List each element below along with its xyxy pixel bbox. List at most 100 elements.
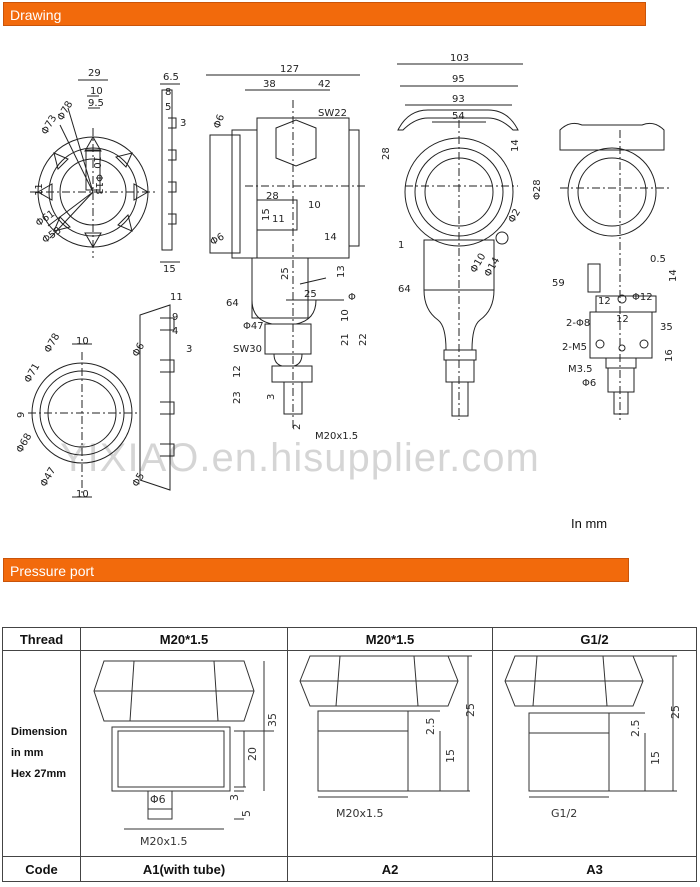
dim-14c: 14 [668,269,679,282]
dim-14b: 14 [510,139,521,152]
dim-127: 127 [280,64,299,75]
dim-10d: 10 [340,309,351,322]
dimension-unit: in mm [11,747,44,759]
dim-23: 23 [232,391,243,404]
table-dimension-row: Dimension in mm Hex 27mm 20 35 3 [2,650,697,857]
dim-103: 103 [450,53,469,64]
a2-dim-m20: M20x1.5 [336,807,384,820]
a1-dim-5: 5 [240,810,253,817]
dim-28: 28 [266,191,279,202]
dim-phi71: Φ71 [23,362,43,385]
dim-11c: 11 [170,292,183,303]
dim-11b: 11 [272,214,285,225]
a2-port-drawing: 25 2.5 15 M20x1.5 [299,655,477,820]
dim-0-5: 0.5 [650,254,666,265]
dim-4: 4 [172,326,178,337]
dim-6-5: 6.5 [163,72,179,83]
dim-phi47: Φ47 [243,321,264,332]
dim-9: 9 [16,412,27,418]
lower-face-view [28,343,140,498]
a1-dim-35: 35 [266,713,279,727]
dim-64b: 64 [398,284,411,295]
watermark: YIXIAO.en.hisupplier.com [60,436,540,480]
side-profile-dims: 6.5 8 5 3 15 [163,72,186,275]
a1-drawing-cell: 20 35 3 5 Φ6 M20x1.5 [80,650,288,857]
a2-dim-25: 25 [464,703,477,717]
dim-10: 10 [90,86,103,97]
dim-9-5: 9.5 [88,98,104,109]
dim-phi6d: Φ6 [131,341,148,359]
unit-note: In mm [571,516,608,531]
dim-phi28: Φ28 [532,179,543,200]
dim-3c: 3 [186,344,192,355]
a1-port-drawing: 20 35 3 5 Φ6 M20x1.5 [93,660,279,848]
a1-dim-phi6: Φ6 [150,793,166,806]
drawing-section-header: Drawing [3,2,646,26]
dim-35: 35 [660,322,673,333]
dim-3b: 3 [266,394,277,400]
dim-59: 59 [552,278,565,289]
body-side-view [206,74,365,430]
side-profile-view [160,83,180,263]
dim-2phi8: 2-Φ8 [566,318,590,329]
body-side-dims: 127 38 42 SW22 Φ6 28 11 10 15 14 25 13 2… [209,64,369,442]
dim-phi2: Φ2 [507,207,524,225]
dim-29: 29 [88,68,101,79]
header-a3-thread: G1/2 [492,627,697,651]
dim-22: 22 [358,333,369,346]
dim-1: 1 [398,240,404,251]
dim-phi12: Φ12 [632,292,653,303]
dim-sw30: SW30 [233,344,262,355]
code-a2: A2 [287,856,493,882]
dim-m20: M20x1.5 [315,431,358,442]
dim-93: 93 [452,94,465,105]
dim-5: 5 [165,102,171,113]
a3-drawing-cell: 25 2.5 15 G1/2 [492,650,697,857]
dim-8: 8 [165,87,171,98]
a3-dim-15: 15 [649,751,662,765]
bracket-dims: 59 0.5 14 12 Φ12 35 2-Φ8 12 2-M5 M3.5 Φ6… [552,254,679,389]
table-code-row: Code A1(with tube) A2 A3 [2,856,697,882]
dim-11: 11 [34,183,45,196]
a1-dim-3: 3 [228,794,241,801]
a3-dim-g12: G1/2 [551,807,577,820]
code-a3: A3 [492,856,697,882]
header-a1-thread: M20*1.5 [80,627,288,651]
dim-21: 21 [340,333,351,346]
dim-2: 2 [292,424,303,430]
a2-dim-2-5: 2.5 [424,718,437,736]
bracket-view [559,122,670,420]
dim-13: 13 [336,265,347,278]
dim-phi78b: Φ78 [43,332,63,355]
dim-38: 38 [263,79,276,90]
dim-10f: 10 [76,489,89,500]
a2-drawing-cell: 25 2.5 15 M20x1.5 [287,650,493,857]
housing-front-view [397,63,523,420]
front-face-view [30,79,158,258]
dim-12c: 12 [616,314,629,325]
dim-25b: 25 [304,289,317,300]
dim-28b: 28 [381,147,392,160]
a3-port-drawing: 25 2.5 15 G1/2 [503,655,682,820]
technical-drawings: 29 10 9.5 Φ73 Φ78 10 Φ13 Φ61 Φ53 11 6.5 … [15,53,679,500]
dim-10c: 10 [308,200,321,211]
dim-phi78: Φ78 [56,99,76,122]
dim-2m5: 2-M5 [562,342,587,353]
pressure-port-table: Thread M20*1.5 M20*1.5 G1/2 Dimension in… [2,627,697,882]
dim-10b: 10 [91,156,102,169]
dim-3: 3 [180,118,186,129]
dim-64: 64 [226,298,239,309]
a3-dim-2-5: 2.5 [629,720,642,738]
dim-25a: 25 [280,267,291,280]
dim-15b: 15 [261,208,272,221]
a3-dim-25: 25 [669,705,682,719]
dim-54: 54 [452,111,465,122]
dim-phi6-top: Φ6 [212,113,227,130]
code-label: Code [2,856,81,882]
dim-phi53: Φ53 [40,225,63,246]
a1-dim-20: 20 [246,747,259,761]
dim-16: 16 [664,349,675,362]
dim-95: 95 [452,74,465,85]
dim-10e: 10 [76,336,89,347]
a1-dim-m20: M20x1.5 [140,835,188,848]
